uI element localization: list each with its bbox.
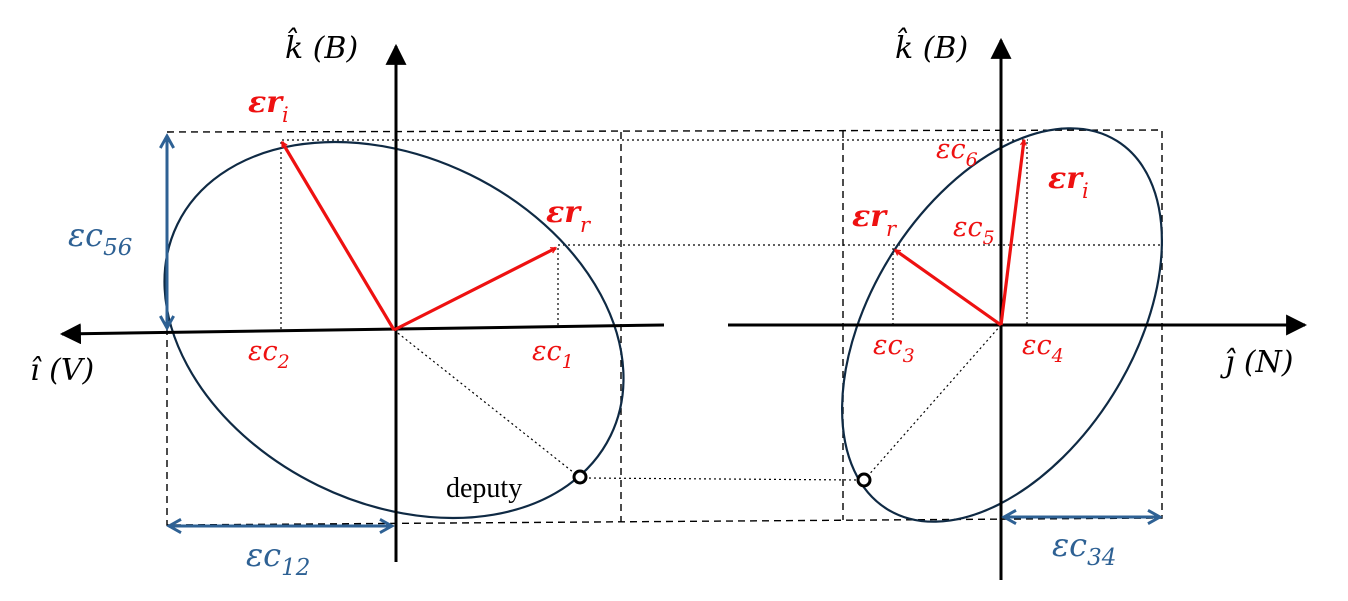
dotted-guides — [280, 139, 1162, 481]
left-axis-vertical-label: k̂ (B) — [285, 27, 358, 66]
left-vector-rr-label: εrr — [546, 195, 592, 237]
dim-c12-base: εc — [246, 536, 281, 574]
right-c4-base: εc — [1022, 330, 1052, 361]
left-c1-base: εc — [532, 336, 562, 367]
deputy-label: deputy — [446, 473, 522, 504]
right-vector-ri — [999, 140, 1024, 326]
dim-c56-base: εc — [68, 216, 103, 254]
left-vector-rr-sub: r — [580, 213, 592, 237]
outer-dashed-box — [166, 129, 1163, 526]
right-vector-ri-base: εr — [1048, 161, 1084, 196]
left-deputy-marker — [572, 469, 588, 485]
vectors — [280, 140, 1024, 332]
left-c1-sub: 1 — [562, 351, 574, 373]
right-vector-ri-sub: i — [1082, 179, 1089, 203]
ellipses — [163, 127, 1163, 523]
left-panel-labels: k̂ (B) î (V) εri εrr εc1 εc2 εc56 εc12 d… — [30, 27, 592, 581]
right-c6-label: εc6 — [936, 134, 978, 171]
left-vector-rr — [393, 246, 556, 332]
dim-c56-sub: 56 — [103, 235, 132, 261]
dim-c34-base: εc — [1052, 526, 1087, 564]
left-vector-ri-label: εri — [248, 85, 289, 127]
left-c2-label: εc2 — [248, 336, 290, 373]
left-vector-ri-sub: i — [282, 103, 289, 127]
right-vector-rr — [895, 248, 1002, 327]
right-relative-orbit — [841, 127, 1163, 523]
guide-deputy-link — [583, 477, 861, 481]
guide-deputy-right — [865, 324, 1002, 479]
right-c4-sub: 4 — [1051, 345, 1064, 367]
left-c2-sub: 2 — [277, 351, 290, 373]
right-c6-sub: 6 — [966, 149, 978, 171]
right-c4-label: εc4 — [1022, 330, 1064, 367]
left-horizontal-axis — [59, 323, 665, 345]
left-c1-label: εc1 — [532, 336, 574, 373]
guide-deputy-left — [393, 329, 579, 477]
right-deputy-marker — [856, 472, 872, 488]
bounding-boxes — [166, 129, 1163, 526]
right-c3-base: εc — [873, 330, 903, 361]
right-panel-labels: k̂ (B) ĵ (N) εri εrr εc3 εc4 εc5 εc6 εc3… — [852, 27, 1294, 571]
left-vector-ri — [280, 142, 396, 331]
right-c3-sub: 3 — [903, 345, 915, 367]
dim-c12-label: εc12 — [246, 536, 310, 581]
right-axis-horizontal-label: ĵ (N) — [1220, 345, 1294, 380]
axes — [59, 37, 1308, 580]
dimension-arrows — [167, 136, 1160, 526]
left-vector-rr-base: εr — [546, 195, 582, 230]
right-c5-base: εc — [953, 212, 983, 243]
dim-c12-sub: 12 — [281, 555, 310, 581]
dim-c56-label: εc56 — [68, 216, 132, 261]
right-axis-vertical-label: k̂ (B) — [895, 27, 968, 66]
right-vector-rr-sub: r — [886, 217, 898, 241]
right-c3-label: εc3 — [873, 330, 915, 367]
right-vector-ri-label: εri — [1048, 161, 1089, 203]
dim-c34-sub: 34 — [1087, 545, 1116, 571]
dim-c34-label: εc34 — [1052, 526, 1116, 571]
left-vector-ri-base: εr — [248, 85, 284, 120]
left-relative-orbit — [163, 140, 625, 520]
left-axis-horizontal-label: î (V) — [30, 353, 94, 388]
right-c6-base: εc — [936, 134, 966, 165]
left-c2-base: εc — [248, 336, 278, 367]
deputy-markers — [572, 469, 872, 488]
right-c5-sub: 5 — [983, 227, 995, 249]
right-vector-rr-base: εr — [852, 199, 888, 234]
right-c5-label: εc5 — [953, 212, 995, 249]
right-vector-rr-label: εrr — [852, 199, 898, 241]
